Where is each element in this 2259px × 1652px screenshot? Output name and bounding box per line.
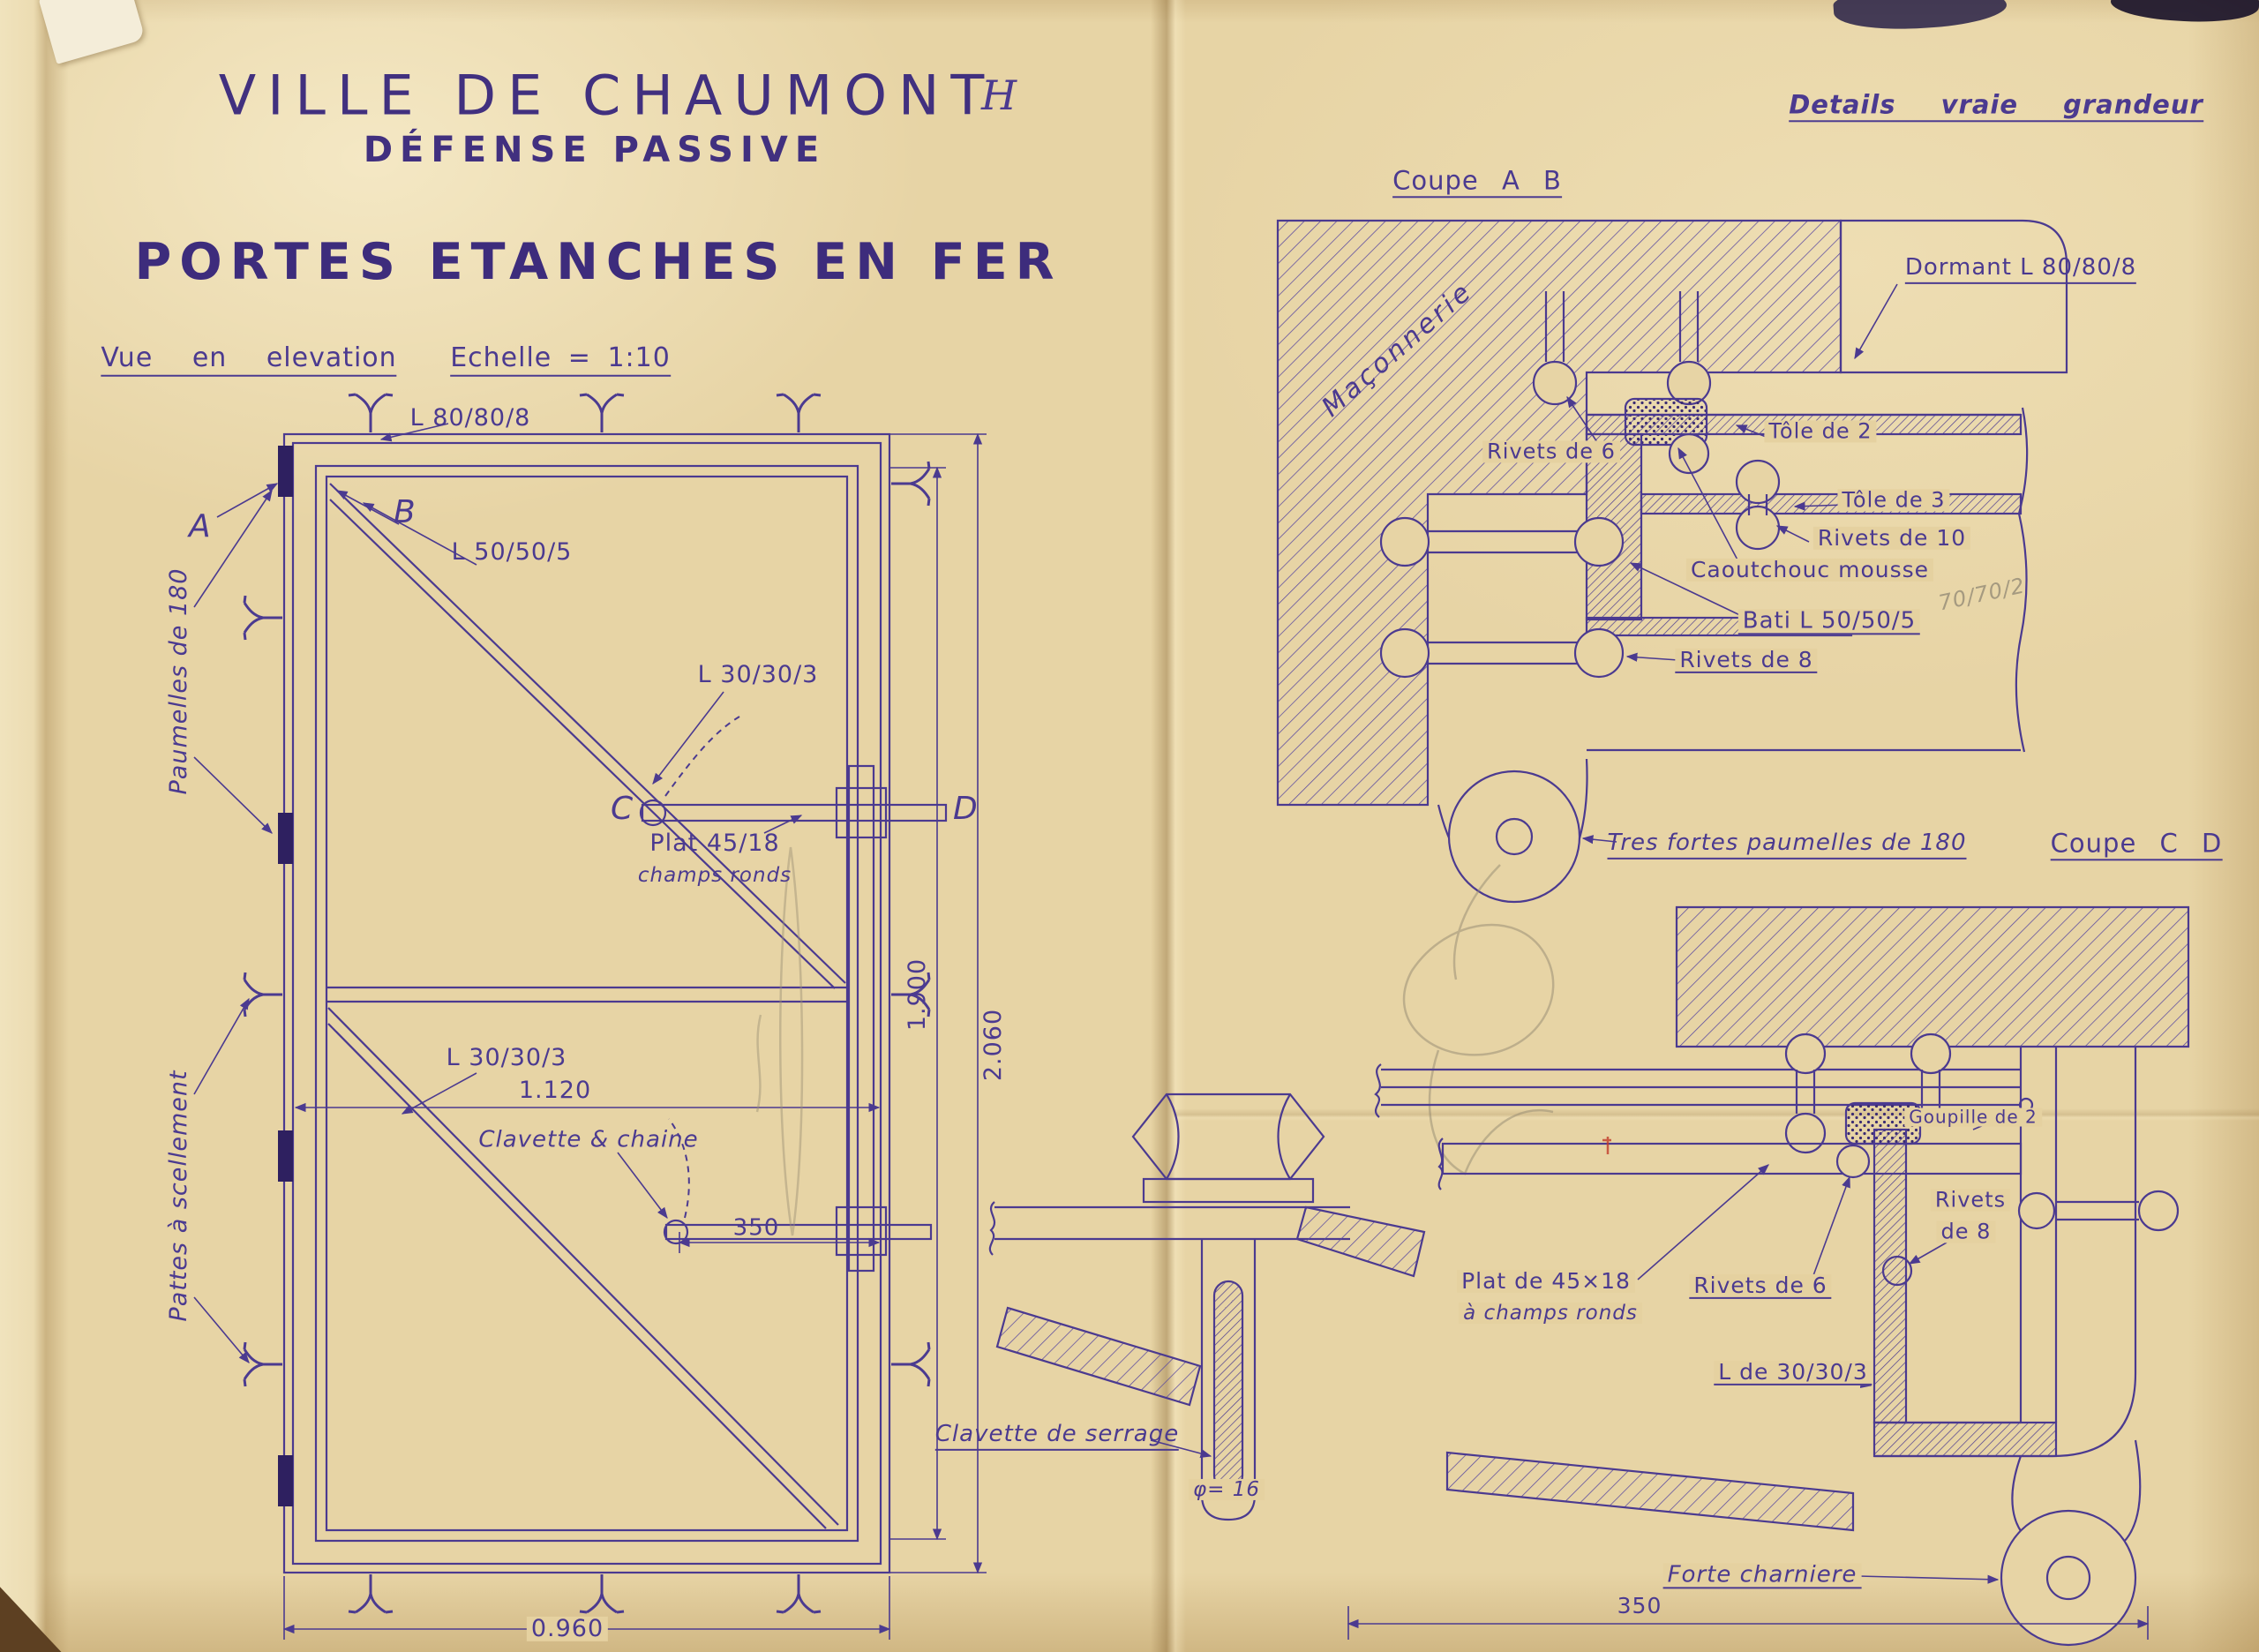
label-rivets10: Rivets de 10 bbox=[1812, 526, 1971, 551]
label-goupille: Goupille de 2 bbox=[1904, 1108, 2042, 1127]
anchor-ties bbox=[243, 393, 931, 1614]
leader-lines bbox=[193, 423, 803, 1363]
label-cd-angle: L de 30/30/3 bbox=[1714, 1360, 1872, 1386]
red-check-mark bbox=[1602, 1137, 1611, 1154]
dim-latch: 350 bbox=[732, 1214, 780, 1242]
dim-height-leaf: 1.900 bbox=[903, 957, 931, 1032]
label-flat-bar-note: champs ronds bbox=[637, 863, 792, 887]
label-rubber: Caoutchouc mousse bbox=[1685, 558, 1934, 582]
coupe-cd-title: Coupe C D bbox=[2050, 830, 2223, 861]
label-tole2: Tôle de 2 bbox=[1764, 420, 1877, 443]
label-diameter: φ= 16 bbox=[1188, 1479, 1265, 1500]
coupe-ab-drawing bbox=[1276, 219, 2068, 904]
scale-label: Echelle = 1:10 bbox=[450, 344, 671, 377]
label-bati: Bati L 50/50/5 bbox=[1737, 609, 1921, 635]
view-label: Vue en elevation bbox=[101, 344, 397, 377]
page-subtitle: DÉFENSE PASSIVE bbox=[363, 130, 827, 170]
page-title: PORTES ETANCHES EN FER bbox=[134, 233, 1062, 292]
pencil-sketch bbox=[755, 846, 804, 1236]
label-clavette-chain: Clavette & chaine bbox=[478, 1126, 699, 1153]
section-letter-b: B bbox=[394, 494, 417, 530]
label-cd-rivets8-2: de 8 bbox=[1936, 1220, 1996, 1243]
label-brace-lower: L 30/30/3 bbox=[446, 1043, 567, 1071]
label-ab-rivets6: Rivets de 6 bbox=[1482, 440, 1620, 463]
label-tole3: Tôle de 3 bbox=[1837, 489, 1950, 512]
label-cd-hinge: Forte charniere bbox=[1662, 1563, 1862, 1589]
label-dormant: Dormant L 80/80/8 bbox=[1904, 255, 2137, 285]
dim-cd-350: 350 bbox=[1617, 1592, 1662, 1618]
section-letter-a: A bbox=[189, 508, 212, 544]
label-cd-rivets6: Rivets de 6 bbox=[1689, 1273, 1832, 1300]
dim-inner-width: 1.120 bbox=[518, 1076, 592, 1104]
label-cd-flat-note: à champs ronds bbox=[1459, 1303, 1642, 1324]
coupe-cd-drawing bbox=[988, 905, 2190, 1647]
label-cd-clavette: Clavette de serrage bbox=[934, 1422, 1180, 1452]
label-flat-bar: Plat 45/18 bbox=[649, 829, 780, 857]
label-anchors: Pattes à scellement bbox=[164, 1070, 192, 1322]
dim-width: 0.960 bbox=[526, 1616, 609, 1642]
label-cd-flat: Plat de 45×18 bbox=[1457, 1269, 1635, 1294]
pencil-scribbles bbox=[1402, 864, 1555, 1175]
door-hinges bbox=[278, 446, 293, 1506]
section-letter-d: D bbox=[953, 791, 979, 827]
label-brace-upper: L 30/30/3 bbox=[697, 660, 819, 688]
door-elevation bbox=[282, 432, 948, 1574]
label-profile-top: L 80/80/8 bbox=[409, 403, 531, 432]
section-letter-c: C bbox=[611, 791, 634, 827]
label-profile-frame: L 50/50/5 bbox=[451, 537, 573, 566]
page-title-city: VILLE DE CHAUMONT bbox=[218, 63, 996, 128]
label-hinge-note: Tres fortes paumelles de 180 bbox=[1607, 830, 1967, 860]
details-heading: Details vraie grandeur bbox=[1789, 91, 2203, 123]
coupe-ab-title: Coupe A B bbox=[1392, 167, 1562, 199]
label-ab-rivets8: Rivets de 8 bbox=[1675, 648, 1818, 674]
label-cd-rivets8-1: Rivets bbox=[1930, 1189, 2011, 1212]
dim-height-frame: 2.060 bbox=[979, 1008, 1007, 1082]
handwritten-annotation: H bbox=[981, 71, 1018, 119]
label-hinges: Paumelles de 180 bbox=[164, 567, 192, 795]
